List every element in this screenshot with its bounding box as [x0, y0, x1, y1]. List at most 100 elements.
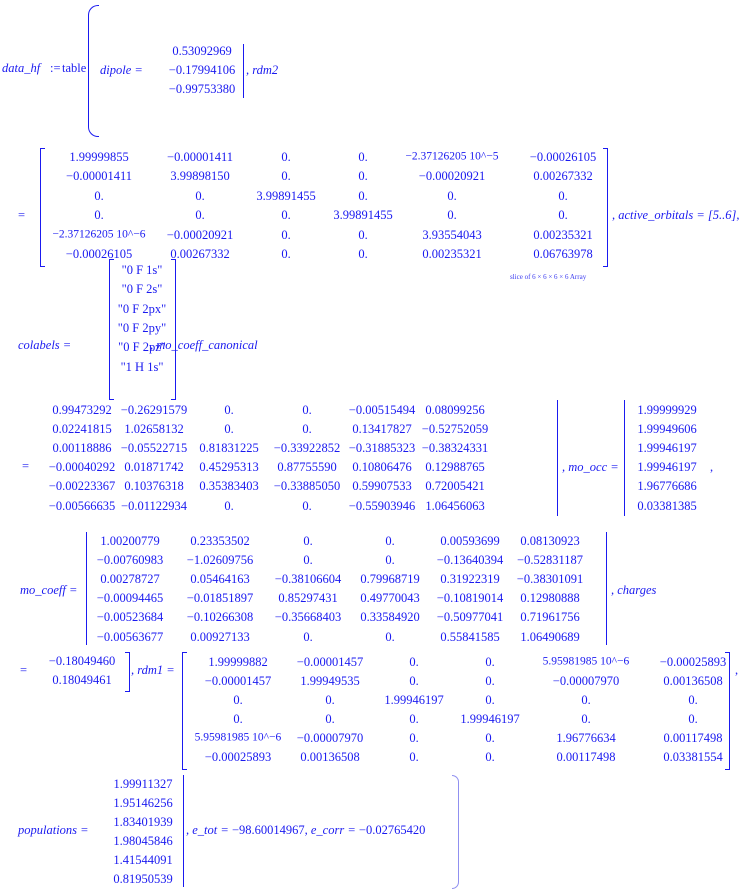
active-orbitals: , active_orbitals = [5..6],: [612, 208, 740, 222]
matrix-cell: 0.: [302, 498, 312, 513]
matrix-cell: 1.06490689: [520, 629, 580, 644]
matrix-cell: 0.06763978: [533, 246, 593, 261]
matrix-cell: −0.33885050: [273, 479, 341, 494]
vector-entry: 1.98045846: [113, 833, 173, 848]
matrix-cell: −0.00515494: [348, 402, 416, 417]
dipole-label: dipole =: [100, 63, 143, 77]
vector-entry: 1.99946197: [637, 440, 697, 455]
right-bracket: [725, 652, 730, 770]
matrix-cell: 0.: [224, 498, 234, 513]
matrix-cell: 0.72005421: [425, 479, 485, 494]
assign-operator: :=: [50, 61, 61, 75]
left-bracket: [40, 148, 45, 267]
matrix-cell: 0.: [303, 552, 313, 567]
matrix-cell: 0.: [385, 552, 395, 567]
matrix-cell: −0.10819014: [436, 591, 504, 606]
equals: =: [18, 208, 26, 222]
matrix-cell: 0.: [281, 149, 291, 164]
matrix-cell: −0.50977041: [436, 610, 504, 625]
matrix-cell: −0.26291579: [120, 402, 188, 417]
matrix-cell: 0.08130923: [520, 533, 580, 548]
matrix-cell: −0.31885323: [348, 440, 416, 455]
matrix-cell: 0.: [195, 207, 205, 222]
matrix-cell: 0.: [224, 402, 234, 417]
e-tot-label: , e_tot =: [186, 823, 229, 837]
matrix-cell: 0.00117498: [663, 730, 723, 745]
matrix-cell: 0.00235321: [422, 246, 482, 261]
matrix-cell: 0.13417827: [352, 421, 412, 436]
matrix-cell: −0.00007970: [552, 673, 620, 688]
vector-entry: 1.99946197: [637, 460, 697, 475]
mo-coeff-canonical-label: , mo_coeff_canonical: [150, 338, 258, 352]
vector-entry: "0 F 2px": [117, 301, 167, 316]
rdm2-label: , rdm2: [246, 63, 279, 77]
matrix-cell: 0.87755590: [277, 460, 337, 475]
matrix-cell: 0.: [688, 711, 698, 726]
matrix-cell: 0.85297431: [278, 591, 338, 606]
matrix-cell: 3.99898150: [170, 169, 230, 184]
matrix-cell: 0.: [358, 149, 368, 164]
matrix-cell: −0.00001411: [167, 149, 233, 164]
matrix-cell: 0.: [233, 692, 243, 707]
matrix-cell: 0.: [558, 207, 568, 222]
matrix-cell: 1.99999855: [69, 149, 129, 164]
matrix-cell: 0.: [447, 207, 457, 222]
vector-entry: 0.53092969: [172, 43, 232, 58]
matrix-cell: 1.00200779: [100, 533, 160, 548]
matrix-cell: 0.08099256: [425, 402, 485, 417]
matrix-cell: 0.35383403: [199, 479, 259, 494]
matrix-cell: 0.: [447, 188, 457, 203]
matrix-cell: 0.: [409, 673, 419, 688]
e-corr-value: −0.02765420: [358, 823, 426, 837]
matrix-cell: 1.99999882: [208, 654, 268, 669]
left-bracket: [109, 259, 114, 400]
table-function: table: [62, 61, 87, 75]
open-paren: [88, 5, 99, 137]
matrix-cell: −2.37126205 10^−5: [405, 150, 499, 163]
vector-entry: 1.83401939: [113, 814, 173, 829]
matrix-cell: 0.: [409, 749, 419, 764]
matrix-cell: 0.: [195, 188, 205, 203]
matrix-cell: 0.: [303, 629, 313, 644]
vector-entry: 1.95146256: [113, 795, 173, 810]
vector-entry: "1 H 1s": [120, 359, 164, 374]
right-bar: [557, 400, 558, 516]
rdm1-label: , rdm1 =: [131, 664, 175, 677]
matrix-cell: −0.38106604: [274, 571, 342, 586]
vector-entry: 1.99949606: [637, 421, 697, 436]
vector-entry: "0 F 1s": [121, 262, 163, 277]
matrix-cell: 0.: [358, 246, 368, 261]
matrix-cell: −0.00001411: [66, 169, 132, 184]
matrix-cell: −0.33922852: [273, 440, 341, 455]
variable-name: data_hf: [2, 61, 41, 75]
dipole-right-bar: [243, 44, 244, 98]
matrix-cell: 0.23353502: [190, 533, 250, 548]
matrix-cell: 0.81831225: [199, 440, 259, 455]
matrix-cell: 0.59907533: [352, 479, 412, 494]
matrix-cell: 0.31922319: [440, 571, 500, 586]
matrix-cell: −0.00020921: [418, 169, 486, 184]
matrix-cell: 0.02241815: [52, 421, 112, 436]
matrix-cell: −0.52831187: [517, 552, 583, 567]
matrix-cell: 0.01871742: [124, 460, 184, 475]
matrix-cell: −0.00223367: [48, 479, 116, 494]
matrix-cell: 0.00136508: [300, 749, 360, 764]
matrix-cell: 0.: [558, 188, 568, 203]
matrix-cell: 0.: [233, 711, 243, 726]
vector-entry: 1.99999929: [637, 402, 697, 417]
matrix-cell: 0.00267332: [170, 246, 230, 261]
colabels-label: colabels =: [18, 338, 72, 352]
matrix-cell: −0.00040292: [48, 460, 116, 475]
matrix-cell: −0.01122934: [121, 498, 187, 513]
equals: =: [20, 663, 28, 677]
vector-entry: "0 F 2pz": [118, 339, 166, 354]
matrix-cell: 3.99891455: [333, 207, 393, 222]
rdm1-label-text: , rdm1 =: [131, 663, 175, 677]
matrix-cell: −0.00523684: [96, 610, 164, 625]
matrix-cell: 0.: [485, 654, 495, 669]
matrix-cell: 0.: [302, 402, 312, 417]
matrix-cell: 0.: [281, 207, 291, 222]
vector-entry: "0 F 2s": [121, 282, 163, 297]
charges-label: , charges: [611, 583, 657, 597]
matrix-cell: 0.00117498: [556, 749, 616, 764]
